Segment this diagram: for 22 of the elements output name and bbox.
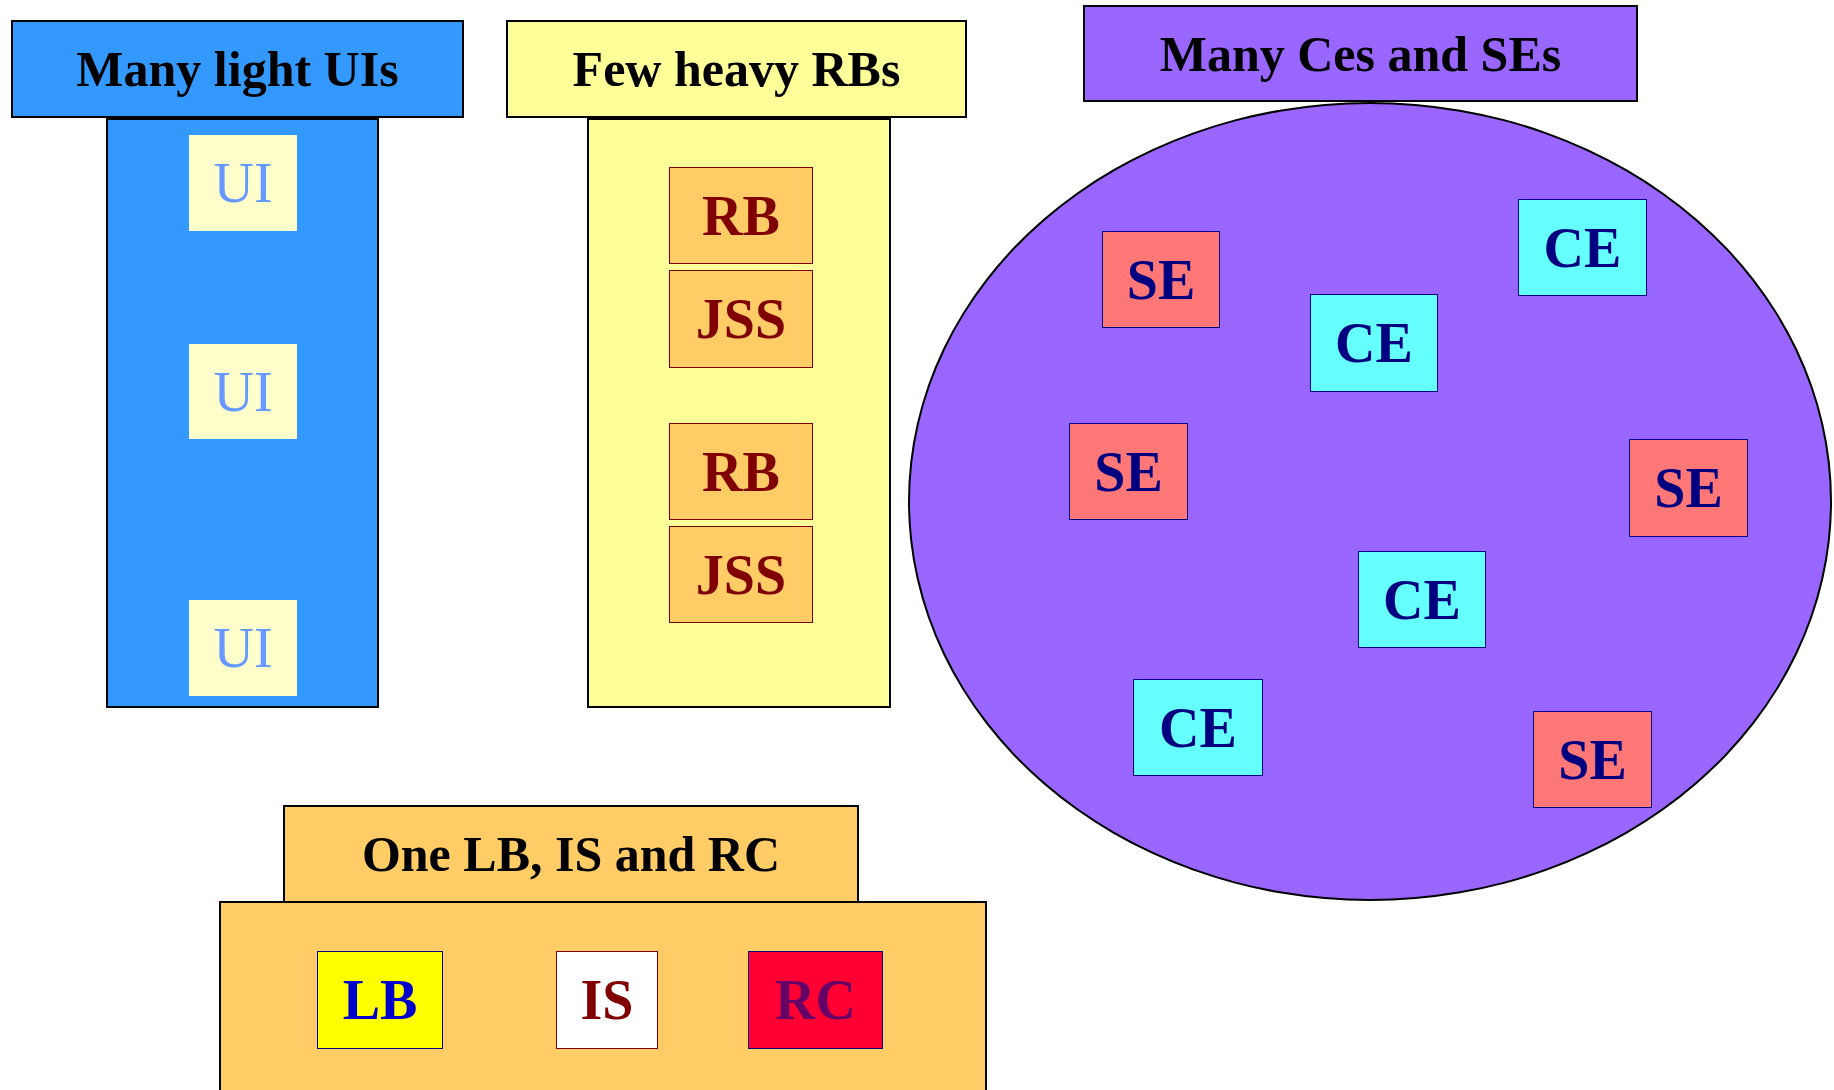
component-box: UI xyxy=(189,600,297,696)
component-box: JSS xyxy=(669,526,813,623)
component-box: RB xyxy=(669,423,813,520)
component-box: SE xyxy=(1069,423,1188,520)
group-heading: One LB, IS and RC xyxy=(283,805,859,903)
component-box: JSS xyxy=(669,270,813,368)
component-box: CE xyxy=(1358,551,1486,648)
group-heading: Many light UIs xyxy=(11,20,464,118)
component-box: LB xyxy=(317,951,443,1049)
component-box: RB xyxy=(669,167,813,264)
component-box: IS xyxy=(556,951,658,1049)
group-heading: Few heavy RBs xyxy=(506,20,967,118)
group-heading: Many Ces and SEs xyxy=(1083,5,1638,102)
component-box: UI xyxy=(189,344,297,439)
component-box: SE xyxy=(1629,439,1748,537)
component-box: RC xyxy=(748,951,883,1049)
component-box: CE xyxy=(1518,199,1647,296)
component-box: SE xyxy=(1102,231,1220,328)
component-box: CE xyxy=(1310,294,1438,392)
component-box: UI xyxy=(189,135,297,231)
component-box: SE xyxy=(1533,711,1652,808)
component-box: CE xyxy=(1133,679,1263,776)
